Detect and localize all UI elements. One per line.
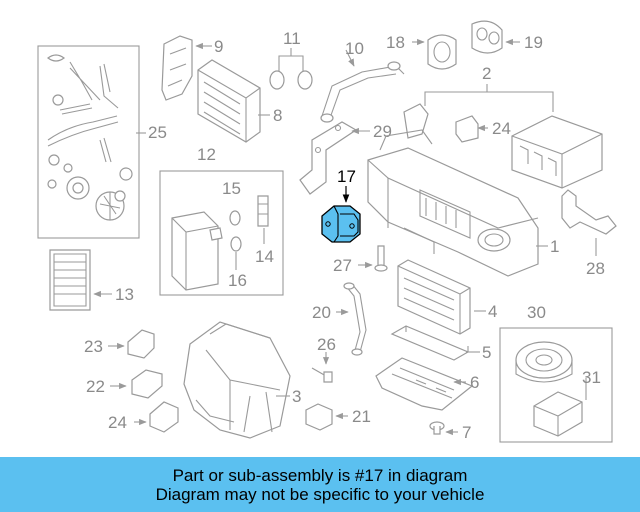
callout-5: 5 xyxy=(482,343,491,362)
part-11-clamp-a xyxy=(269,70,285,90)
part-19 xyxy=(471,20,503,54)
callout-16: 16 xyxy=(228,271,247,290)
callout-25: 25 xyxy=(148,123,167,142)
part-28 xyxy=(561,189,617,235)
part-24-upper xyxy=(455,115,479,143)
part-11-clamp-b xyxy=(297,70,313,90)
part-18 xyxy=(427,34,457,70)
callout-21: 21 xyxy=(352,407,371,426)
callout-8: 8 xyxy=(273,106,282,125)
caption-line-2: Diagram may not be specific to your vehi… xyxy=(155,484,485,504)
callout-13: 13 xyxy=(115,285,134,304)
callout-4: 4 xyxy=(488,302,497,321)
part-6 xyxy=(375,357,474,411)
part-13 xyxy=(49,249,91,311)
callout-23: 23 xyxy=(84,337,103,356)
callout-9: 9 xyxy=(214,37,223,56)
part-3 xyxy=(183,321,291,439)
callout-7: 7 xyxy=(462,423,471,442)
part-7 xyxy=(429,421,445,435)
callout-11: 11 xyxy=(283,29,301,48)
callout-20: 20 xyxy=(312,303,331,322)
group-box-30 xyxy=(499,327,613,443)
callout-18: 18 xyxy=(386,33,405,52)
group-box-12 xyxy=(159,170,284,296)
part-9 xyxy=(161,35,193,101)
part-4 xyxy=(397,259,471,335)
part-23 xyxy=(127,329,155,359)
caption-banner: Part or sub-assembly is #17 in diagram D… xyxy=(0,457,640,512)
callout-28: 28 xyxy=(586,259,605,278)
part-17 xyxy=(321,205,361,243)
callout-10: 10 xyxy=(345,39,364,58)
part-2-duct xyxy=(511,115,603,189)
callout-29: 29 xyxy=(373,122,392,141)
callout-22: 22 xyxy=(86,377,105,396)
part-24-lower xyxy=(149,401,179,433)
part-21 xyxy=(305,403,333,431)
parts-diagram: 25 12 15 16 14 13 9 8 11 xyxy=(37,20,617,443)
callout-19: 19 xyxy=(524,33,543,52)
part-10 xyxy=(320,61,405,123)
callout-14: 14 xyxy=(255,247,274,266)
callout-17: 17 xyxy=(337,167,356,186)
callout-30: 30 xyxy=(527,303,546,322)
callout-31: 31 xyxy=(582,368,601,387)
part-22 xyxy=(131,369,163,399)
callout-6: 6 xyxy=(470,373,479,392)
callout-24-upper: 24 xyxy=(492,119,511,138)
group-box-25 xyxy=(37,45,140,239)
callout-12: 12 xyxy=(197,145,216,164)
callout-24-lower: 24 xyxy=(108,413,127,432)
caption-line-1: Part or sub-assembly is #17 in diagram xyxy=(172,465,468,485)
part-1-housing xyxy=(367,129,539,277)
callout-15: 15 xyxy=(222,179,241,198)
callout-2: 2 xyxy=(482,64,491,83)
callout-26: 26 xyxy=(317,335,336,354)
part-26 xyxy=(311,367,333,383)
callout-3: 3 xyxy=(292,387,301,406)
part-27 xyxy=(374,245,388,272)
part-20 xyxy=(343,282,367,356)
callout-27: 27 xyxy=(333,256,352,275)
callout-1: 1 xyxy=(550,237,559,256)
part-8 xyxy=(197,59,261,143)
